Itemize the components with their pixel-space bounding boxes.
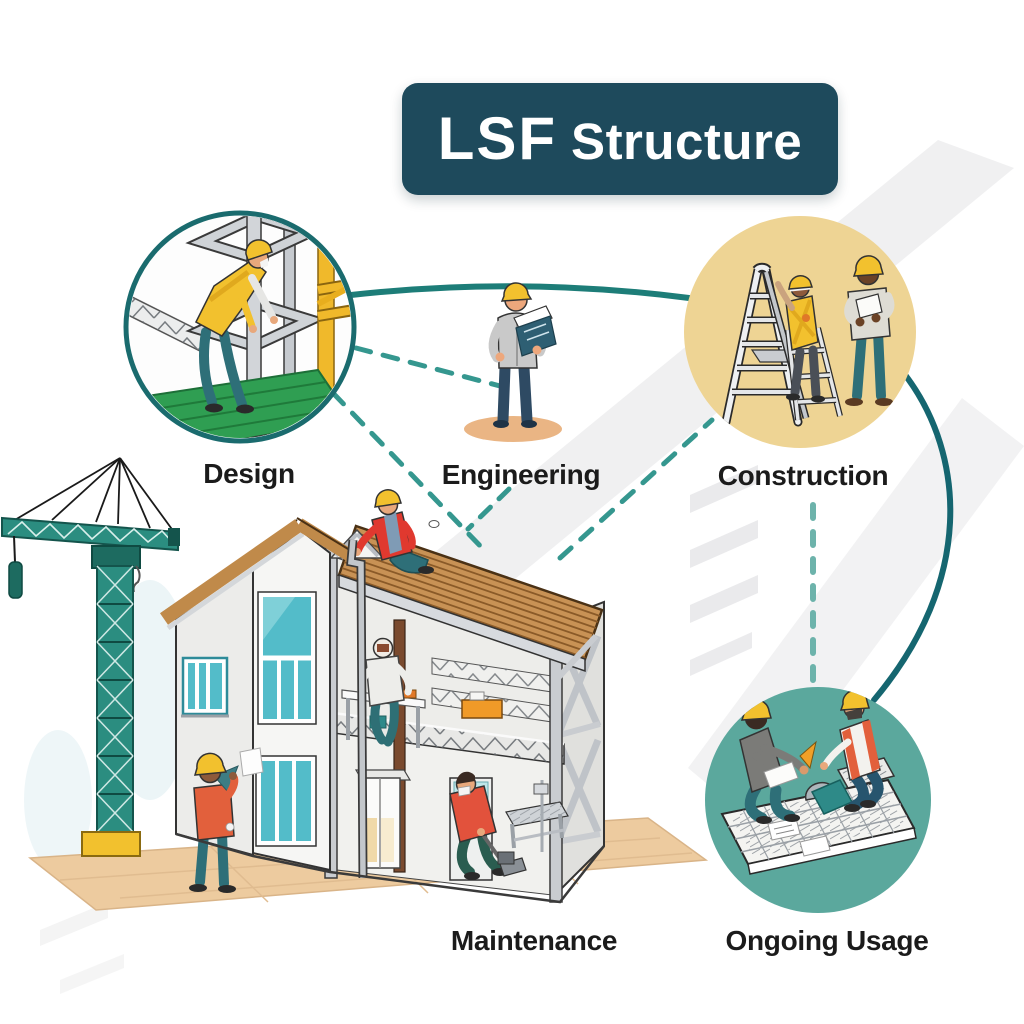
painter-worker-figure — [189, 747, 264, 893]
crane-cab — [91, 545, 141, 569]
dashed-connector-design-to-house — [330, 390, 490, 556]
wall-card — [239, 747, 264, 777]
workers-assembling-framing-panel-icon — [720, 689, 917, 875]
dashed-connector-house-to-construction — [557, 417, 715, 561]
window-lower — [255, 755, 317, 847]
climbing-worker-figure — [775, 275, 825, 403]
tower-crane-illustration — [0, 457, 180, 857]
connector-construction-to-usage — [871, 373, 954, 703]
design-stage-circle — [123, 210, 357, 444]
stage-label-ongoing-usage: Ongoing Usage — [725, 925, 929, 956]
elevator-unit — [354, 769, 412, 869]
corner-column-right — [549, 621, 563, 903]
roof-worker-figure — [353, 489, 440, 574]
stage-label-design: Design — [203, 458, 295, 489]
engineer-figure — [464, 282, 562, 442]
house-left-wing — [160, 517, 358, 872]
stage-label-construction: Construction — [717, 460, 889, 491]
hard-hat-icon — [500, 282, 533, 302]
crane-hook-block — [8, 561, 23, 599]
crane-jib-tip — [168, 528, 180, 546]
title-primary: LSF — [437, 105, 558, 172]
roof-fascia — [338, 573, 586, 673]
stage-label-engineering: Engineering — [441, 459, 601, 490]
crane-jib — [0, 516, 179, 552]
eave-strut — [555, 633, 599, 681]
orange-duct-box — [461, 699, 503, 719]
construction-stage-circle — [684, 216, 916, 448]
dashed-connector-design-to-engineer — [353, 345, 503, 389]
floor-worker-figure — [449, 771, 527, 880]
usage-left-worker-figure — [739, 699, 817, 824]
design-worker-figure — [195, 239, 278, 414]
crane-cables — [7, 457, 175, 533]
usage-stage-circle — [705, 687, 931, 913]
blueprint-icon — [513, 305, 557, 357]
window-tall — [257, 591, 317, 725]
stud-brown — [393, 619, 406, 873]
engineer-ground-pill — [464, 416, 562, 442]
usage-right-worker-figure — [820, 689, 884, 812]
title-secondary: Structure — [571, 113, 803, 170]
stage-label-maintenance: Maintenance — [450, 925, 618, 956]
window-small — [181, 656, 229, 718]
title-banner: LSF Structure — [402, 83, 838, 195]
foreman-worker-figure — [844, 255, 895, 406]
crane-base — [81, 831, 141, 857]
house-illustration — [160, 489, 605, 904]
dashed-connector-engineering-to-house — [465, 486, 512, 532]
workers-with-stepladder-icon — [721, 255, 895, 427]
